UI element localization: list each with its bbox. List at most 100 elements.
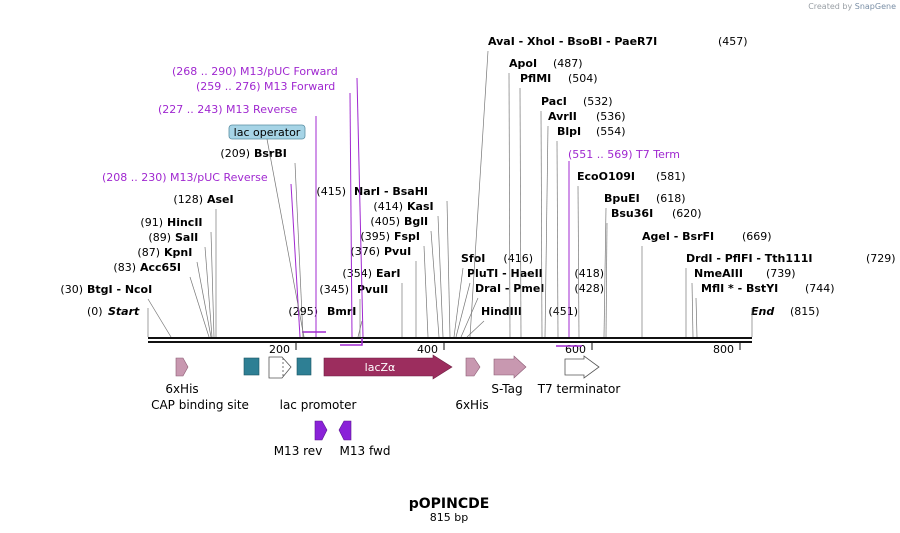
end-label: End xyxy=(751,305,774,318)
site-leader-line xyxy=(605,222,608,338)
primer-site-label: (268 .. 290) M13/pUC Forward xyxy=(172,65,338,78)
restriction-site-label: BglI xyxy=(404,215,428,228)
primer-leader-line xyxy=(290,183,301,338)
site-leader-line xyxy=(446,200,451,338)
site-position: (414) xyxy=(373,200,403,213)
site-position: (428) xyxy=(574,282,604,295)
backbone-top-strand xyxy=(148,337,752,339)
site-position: (487) xyxy=(553,57,583,70)
restriction-site-label: EcoO109I xyxy=(577,170,635,183)
site-position: (744) xyxy=(805,282,835,295)
site-position: (581) xyxy=(656,170,686,183)
restriction-site-label: SalI xyxy=(175,231,198,244)
primer-leader-line xyxy=(356,77,364,338)
lacz-alpha-feature xyxy=(323,354,453,380)
site-position: (620) xyxy=(672,207,702,220)
site-leader-line xyxy=(204,246,213,338)
site-leader-line xyxy=(466,320,485,338)
restriction-site-label: MflI * - BstYI xyxy=(701,282,778,295)
restriction-site-label: Acc65I xyxy=(140,261,181,274)
site-leader-line xyxy=(437,215,444,338)
lac-operator-label: lac operator xyxy=(234,126,301,139)
ruler-tick-label: 200 xyxy=(269,343,290,356)
site-position: (345) xyxy=(319,283,349,296)
feature-label: 6xHis xyxy=(165,382,198,396)
backbone-bottom-strand xyxy=(148,341,752,343)
restriction-site-label: EarI xyxy=(376,267,400,280)
restriction-site-label: HindIII xyxy=(481,305,522,318)
primer-site-label: (227 .. 243) M13 Reverse xyxy=(158,103,297,116)
s-tag-feature xyxy=(493,355,527,379)
restriction-site-label: KpnI xyxy=(164,246,192,259)
restriction-site-label: PvuI xyxy=(384,245,411,258)
restriction-site-label: BsrBI xyxy=(254,147,287,160)
site-leader-line xyxy=(577,185,580,338)
his-tag-feature-2 xyxy=(465,357,481,377)
site-leader-line xyxy=(147,298,172,338)
restriction-site-label: DrdI - PflFI - Tth111I xyxy=(686,252,812,265)
restriction-site-label: AgeI - BsrFI xyxy=(642,230,714,243)
cap-binding-site-feature xyxy=(243,357,260,376)
site-leader-line xyxy=(460,297,479,338)
restriction-site-label: KasI xyxy=(407,200,434,213)
site-position: (87) xyxy=(137,246,160,259)
site-position: (83) xyxy=(113,261,136,274)
feature-label: CAP binding site xyxy=(151,398,249,412)
site-position: (295) xyxy=(288,305,318,318)
restriction-site-label: BtgI - NcoI xyxy=(87,283,152,296)
primer-site-label: (551 .. 569) T7 Term xyxy=(568,148,680,161)
snapgene-credit: Created by SnapGene xyxy=(808,2,896,11)
restriction-site-label: PvuII xyxy=(357,283,388,296)
site-leader-line xyxy=(453,267,464,338)
site-leader-line xyxy=(196,261,212,338)
plasmid-size: 815 bp xyxy=(430,511,468,524)
lacz-alpha-label: lacZα xyxy=(365,361,396,374)
restriction-site-label: BmrI xyxy=(327,305,356,318)
site-leader-line xyxy=(508,72,511,338)
site-position: (128) xyxy=(173,193,203,206)
site-leader-line xyxy=(189,276,210,338)
site-leader-line xyxy=(423,245,429,338)
site-position: (91) xyxy=(140,216,163,229)
site-leader-line xyxy=(691,282,694,338)
feature-label: 6xHis xyxy=(455,398,488,412)
site-position: (618) xyxy=(656,192,686,205)
feature-label: S-Tag xyxy=(491,382,522,396)
site-position: (415) xyxy=(316,185,346,198)
site-leader-line xyxy=(469,50,489,338)
feature-label: M13 fwd xyxy=(340,444,391,458)
site-position: (739) xyxy=(766,267,796,280)
site-position: (554) xyxy=(596,125,626,138)
primer-site-label: (208 .. 230) M13/pUC Reverse xyxy=(102,171,268,184)
m13-rev-primer xyxy=(314,420,328,441)
site-position: (729) xyxy=(866,252,896,265)
restriction-site-label: BpuEI xyxy=(604,192,640,205)
site-position: (89) xyxy=(148,231,171,244)
restriction-site-label: AvaI - XhoI - BsoBI - PaeR7I xyxy=(488,35,657,48)
feature-label: lac promoter xyxy=(280,398,357,412)
site-leader-line xyxy=(544,125,549,338)
site-leader-line xyxy=(430,230,440,338)
site-position: (405) xyxy=(370,215,400,228)
ruler-tick-label: 600 xyxy=(565,343,586,356)
lac-operator-leader xyxy=(266,138,305,338)
restriction-site-label: SfoI xyxy=(461,252,485,265)
t7-terminator-feature xyxy=(564,355,600,379)
site-position: (451) xyxy=(548,305,578,318)
feature-label: T7 terminator xyxy=(537,382,621,396)
site-position: (30) xyxy=(60,283,83,296)
credit-prefix: Created by xyxy=(808,2,853,11)
his-tag-feature xyxy=(175,357,189,377)
m13-fwd-primer xyxy=(338,420,352,441)
site-position: (416) xyxy=(503,252,533,265)
lac-promoter-feature xyxy=(268,356,292,379)
restriction-site-label: PacI xyxy=(541,95,567,108)
site-leader-line xyxy=(210,231,215,338)
site-leader-line xyxy=(540,110,543,338)
restriction-site-label: AseI xyxy=(207,193,234,206)
restriction-site-label: FspI xyxy=(394,230,420,243)
restriction-site-label: ApoI xyxy=(509,57,537,70)
snapgene-logo: SnapGene xyxy=(854,2,896,11)
site-position: (504) xyxy=(568,72,598,85)
ruler-tick-label: 800 xyxy=(713,343,734,356)
